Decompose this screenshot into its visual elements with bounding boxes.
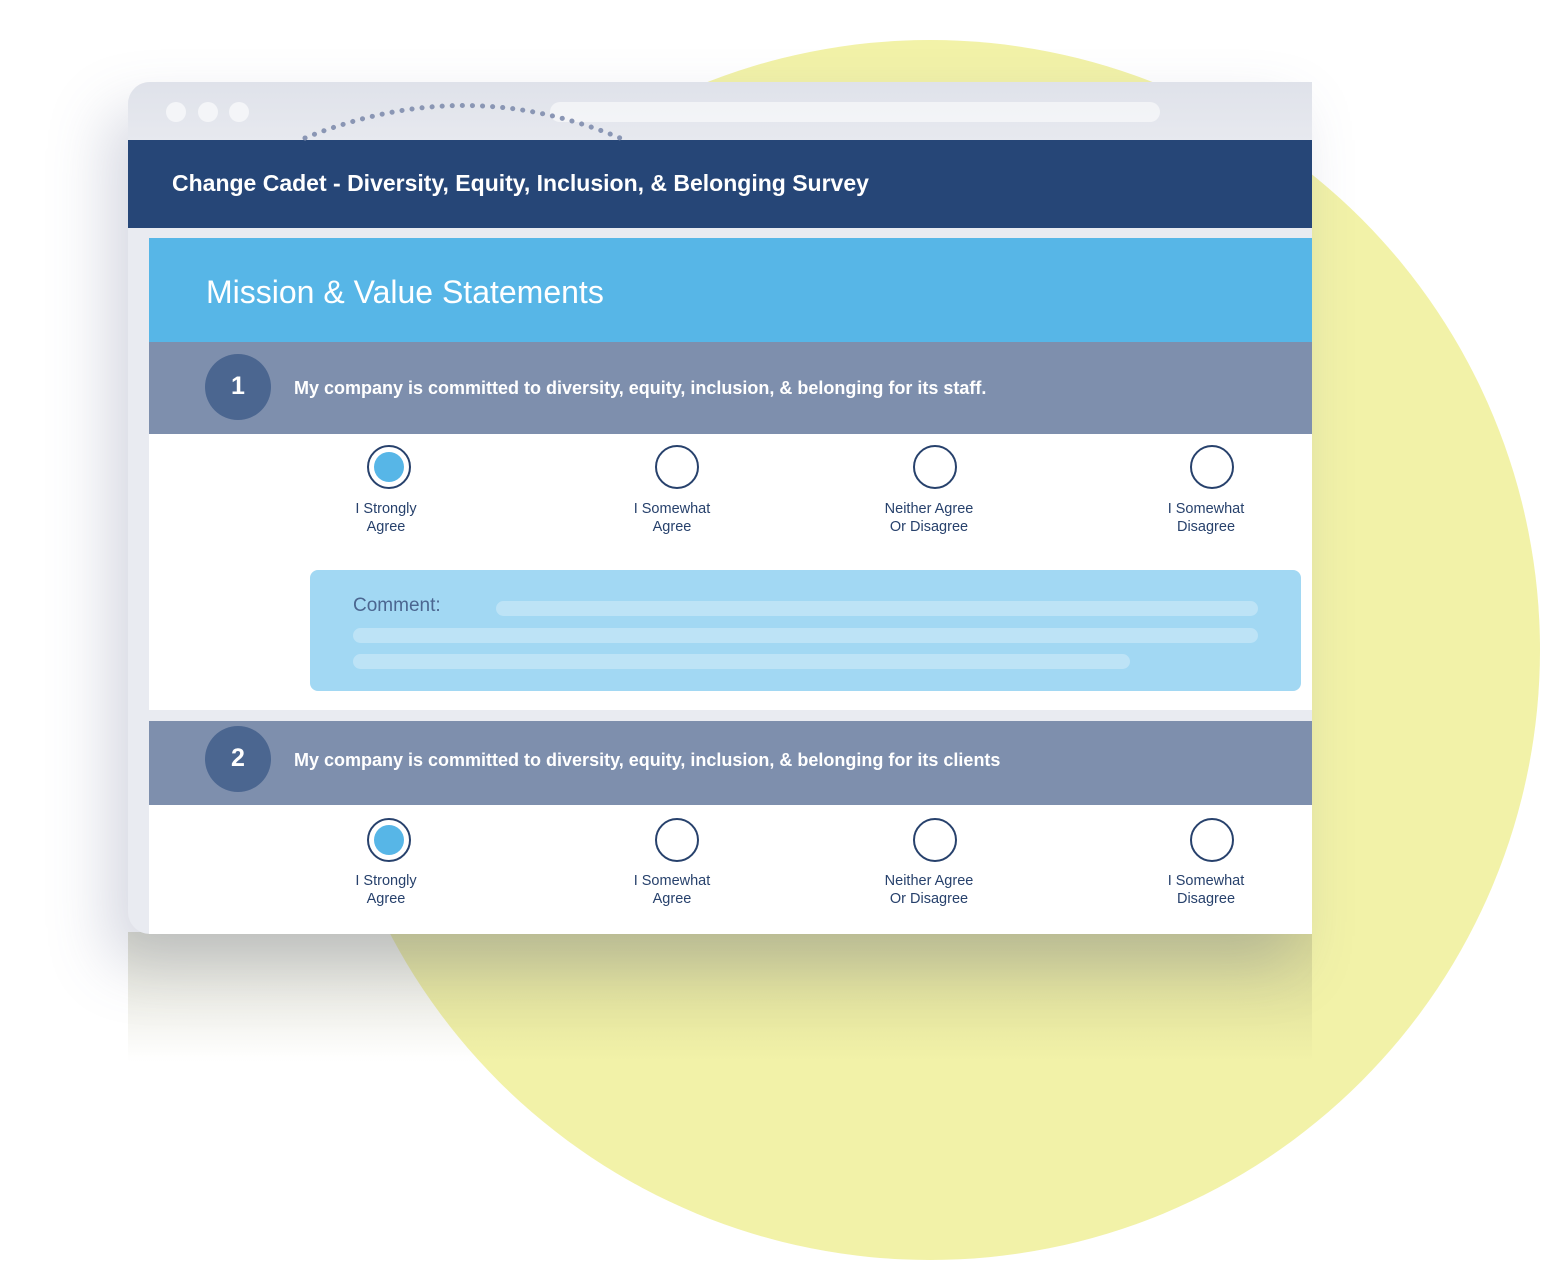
option-label-line: Agree: [652, 519, 692, 535]
app-header: Change Cadet - Diversity, Equity, Inclus…: [128, 140, 1312, 228]
option-label-line: Disagree: [1176, 891, 1236, 907]
option-label-line: I Somewhat: [1167, 501, 1245, 517]
option-label-line: Agree: [366, 519, 406, 535]
option-label-line: Agree: [652, 891, 692, 907]
option-label-line: Neither Agree: [884, 873, 974, 889]
option-label-line: I Strongly: [355, 873, 417, 889]
survey-content: Mission & Value Statements 1 My company …: [149, 238, 1312, 934]
section-title: Mission & Value Statements: [206, 274, 604, 310]
window-shadow: [128, 932, 1312, 1062]
radio-somewhat-disagree-q1[interactable]: [1190, 445, 1234, 489]
option-label-neither-q1: Neither Agree Or Disagree: [849, 500, 1009, 536]
option-label-line: Or Disagree: [889, 519, 969, 535]
radio-strongly-agree-q1[interactable]: [367, 445, 411, 489]
option-label-line: Disagree: [1176, 519, 1236, 535]
radio-neither-q2[interactable]: [913, 818, 957, 862]
option-label-line: I Somewhat: [633, 501, 711, 517]
option-label-line: I Strongly: [355, 501, 417, 517]
radio-neither-q1[interactable]: [913, 445, 957, 489]
option-label-strongly-agree-q2: I Strongly Agree: [306, 872, 466, 908]
decorative-dotted-arc: [302, 103, 623, 141]
option-label-strongly-agree-q1: I Strongly Agree: [306, 500, 466, 536]
app-title: Change Cadet - Diversity, Equity, Inclus…: [172, 170, 869, 196]
option-label-neither-q2: Neither Agree Or Disagree: [849, 872, 1009, 908]
question-number-badge: 1: [205, 354, 271, 420]
comment-placeholder-line: [353, 654, 1130, 669]
browser-window: Change Cadet - Diversity, Equity, Inclus…: [128, 82, 1312, 934]
comment-field[interactable]: Comment:: [310, 570, 1301, 691]
question-text: My company is committed to diversity, eq…: [294, 378, 987, 398]
window-close-dot[interactable]: [166, 102, 186, 122]
comment-label: Comment:: [353, 595, 441, 616]
option-label-line: I Somewhat: [1167, 873, 1245, 889]
question-text: My company is committed to diversity, eq…: [294, 750, 1001, 770]
window-minimize-dot[interactable]: [198, 102, 218, 122]
option-label-somewhat-disagree-q2: I Somewhat Disagree: [1126, 872, 1286, 908]
radio-strongly-agree-q2[interactable]: [367, 818, 411, 862]
comment-placeholder-line: [353, 628, 1258, 643]
radio-somewhat-disagree-q2[interactable]: [1190, 818, 1234, 862]
window-maximize-dot[interactable]: [229, 102, 249, 122]
option-label-line: Neither Agree: [884, 501, 974, 517]
option-label-line: Agree: [366, 891, 406, 907]
radio-somewhat-agree-q2[interactable]: [655, 818, 699, 862]
option-label-somewhat-disagree-q1: I Somewhat Disagree: [1126, 500, 1286, 536]
question-divider: [149, 710, 1312, 721]
question-bar-2: 2 My company is committed to diversity, …: [149, 721, 1312, 805]
radio-somewhat-agree-q1[interactable]: [655, 445, 699, 489]
section-header: Mission & Value Statements: [149, 238, 1312, 342]
comment-placeholder-line: [496, 601, 1258, 616]
question-bar-1: 1 My company is committed to diversity, …: [149, 342, 1312, 434]
option-label-somewhat-agree-q1: I Somewhat Agree: [592, 500, 752, 536]
option-label-line: Or Disagree: [889, 891, 969, 907]
address-bar[interactable]: [550, 102, 1160, 122]
option-label-somewhat-agree-q2: I Somewhat Agree: [592, 872, 752, 908]
option-label-line: I Somewhat: [633, 873, 711, 889]
question-number-badge: 2: [205, 726, 271, 792]
